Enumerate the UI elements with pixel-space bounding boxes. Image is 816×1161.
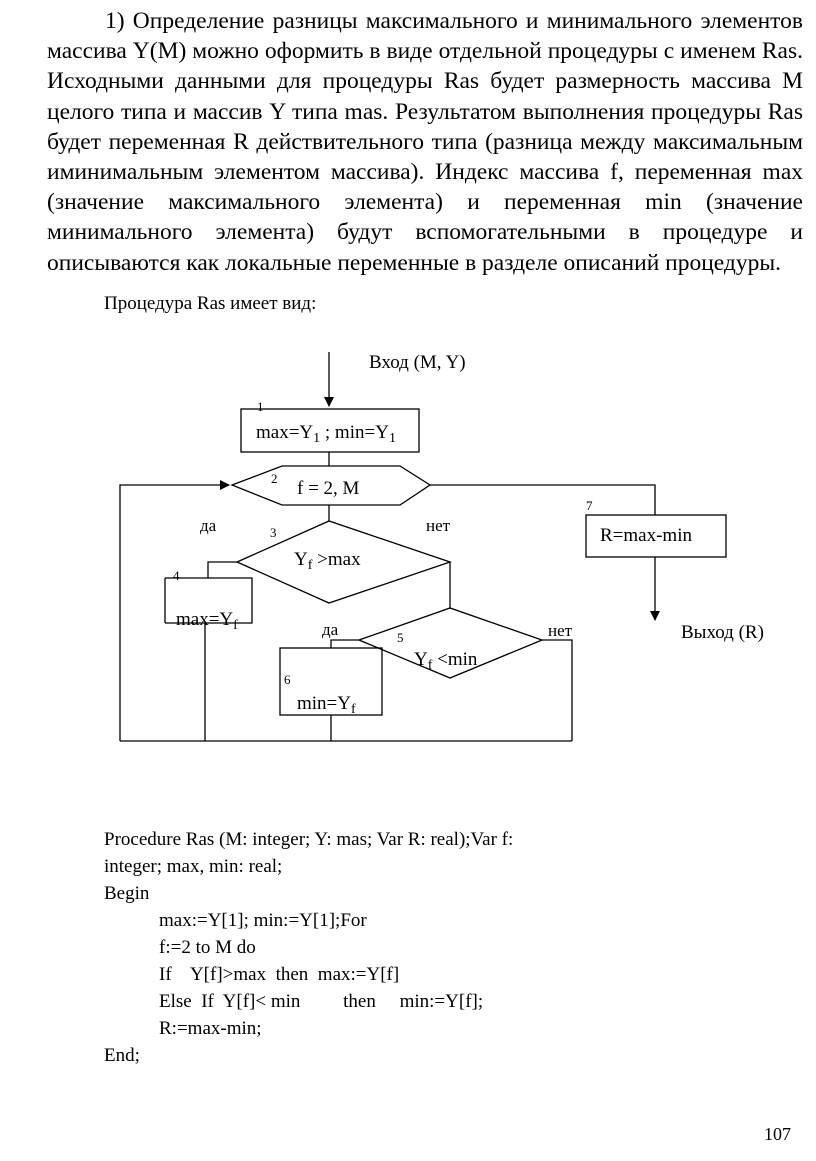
code-line: f:=2 to M do <box>159 937 256 958</box>
code-listing: Procedure Ras (M: integer; Y: mas; Var R… <box>104 826 624 1069</box>
block1-text: max=Y1 ; min=Y1 <box>256 422 396 446</box>
code-line: R:=max-min; <box>159 1018 262 1039</box>
flowchart: Вход (M, Y) 1 max=Y1 ; min=Y1 2 f = 2, M… <box>119 352 764 742</box>
block1-rect <box>240 408 420 453</box>
block7-number: 7 <box>586 498 593 513</box>
block2-number: 2 <box>271 471 278 486</box>
code-line: Begin <box>104 883 150 904</box>
block6-text: min=Yf <box>297 693 356 717</box>
loop-return-arrow <box>119 480 230 741</box>
code-line: Else If Y[f]< min then min:=Y[f]; <box>159 991 484 1012</box>
input-label: Вход (M, Y) <box>369 352 466 373</box>
block1-number: 1 <box>257 399 264 414</box>
block7-rect <box>585 514 727 558</box>
block5-text: Yf <min <box>414 649 478 673</box>
body-paragraph: 1) Определение разницы максимального и м… <box>47 8 803 276</box>
no-label-5: нет <box>548 621 573 640</box>
code-line: Procedure Ras (M: integer; Y: mas; Var R… <box>104 829 514 850</box>
no-label-3: нет <box>426 516 451 535</box>
block3-number: 3 <box>270 525 277 540</box>
block2-text: f = 2, M <box>297 478 360 499</box>
procedure-intro: Процедура Ras имеет вид: <box>104 293 317 314</box>
block7-text: R=max-min <box>600 525 692 546</box>
block4-number: 4 <box>173 568 180 583</box>
block3-text: Yf >max <box>294 549 361 573</box>
output-label: Выход (R) <box>681 622 764 643</box>
page-number: 107 <box>764 1124 791 1144</box>
block5-number: 5 <box>397 630 404 645</box>
block4-rect <box>165 577 253 624</box>
block6-number: 6 <box>284 672 291 687</box>
yes-label-5: да <box>322 620 339 639</box>
block4-text: max=Yf <box>176 609 238 633</box>
yes-label-3: да <box>200 516 217 535</box>
code-line: If Y[f]>max then max:=Y[f] <box>159 964 400 985</box>
code-line: integer; max, min: real; <box>104 856 283 877</box>
code-line: End; <box>104 1045 140 1066</box>
code-line: max:=Y[1]; min:=Y[1];For <box>159 910 367 931</box>
